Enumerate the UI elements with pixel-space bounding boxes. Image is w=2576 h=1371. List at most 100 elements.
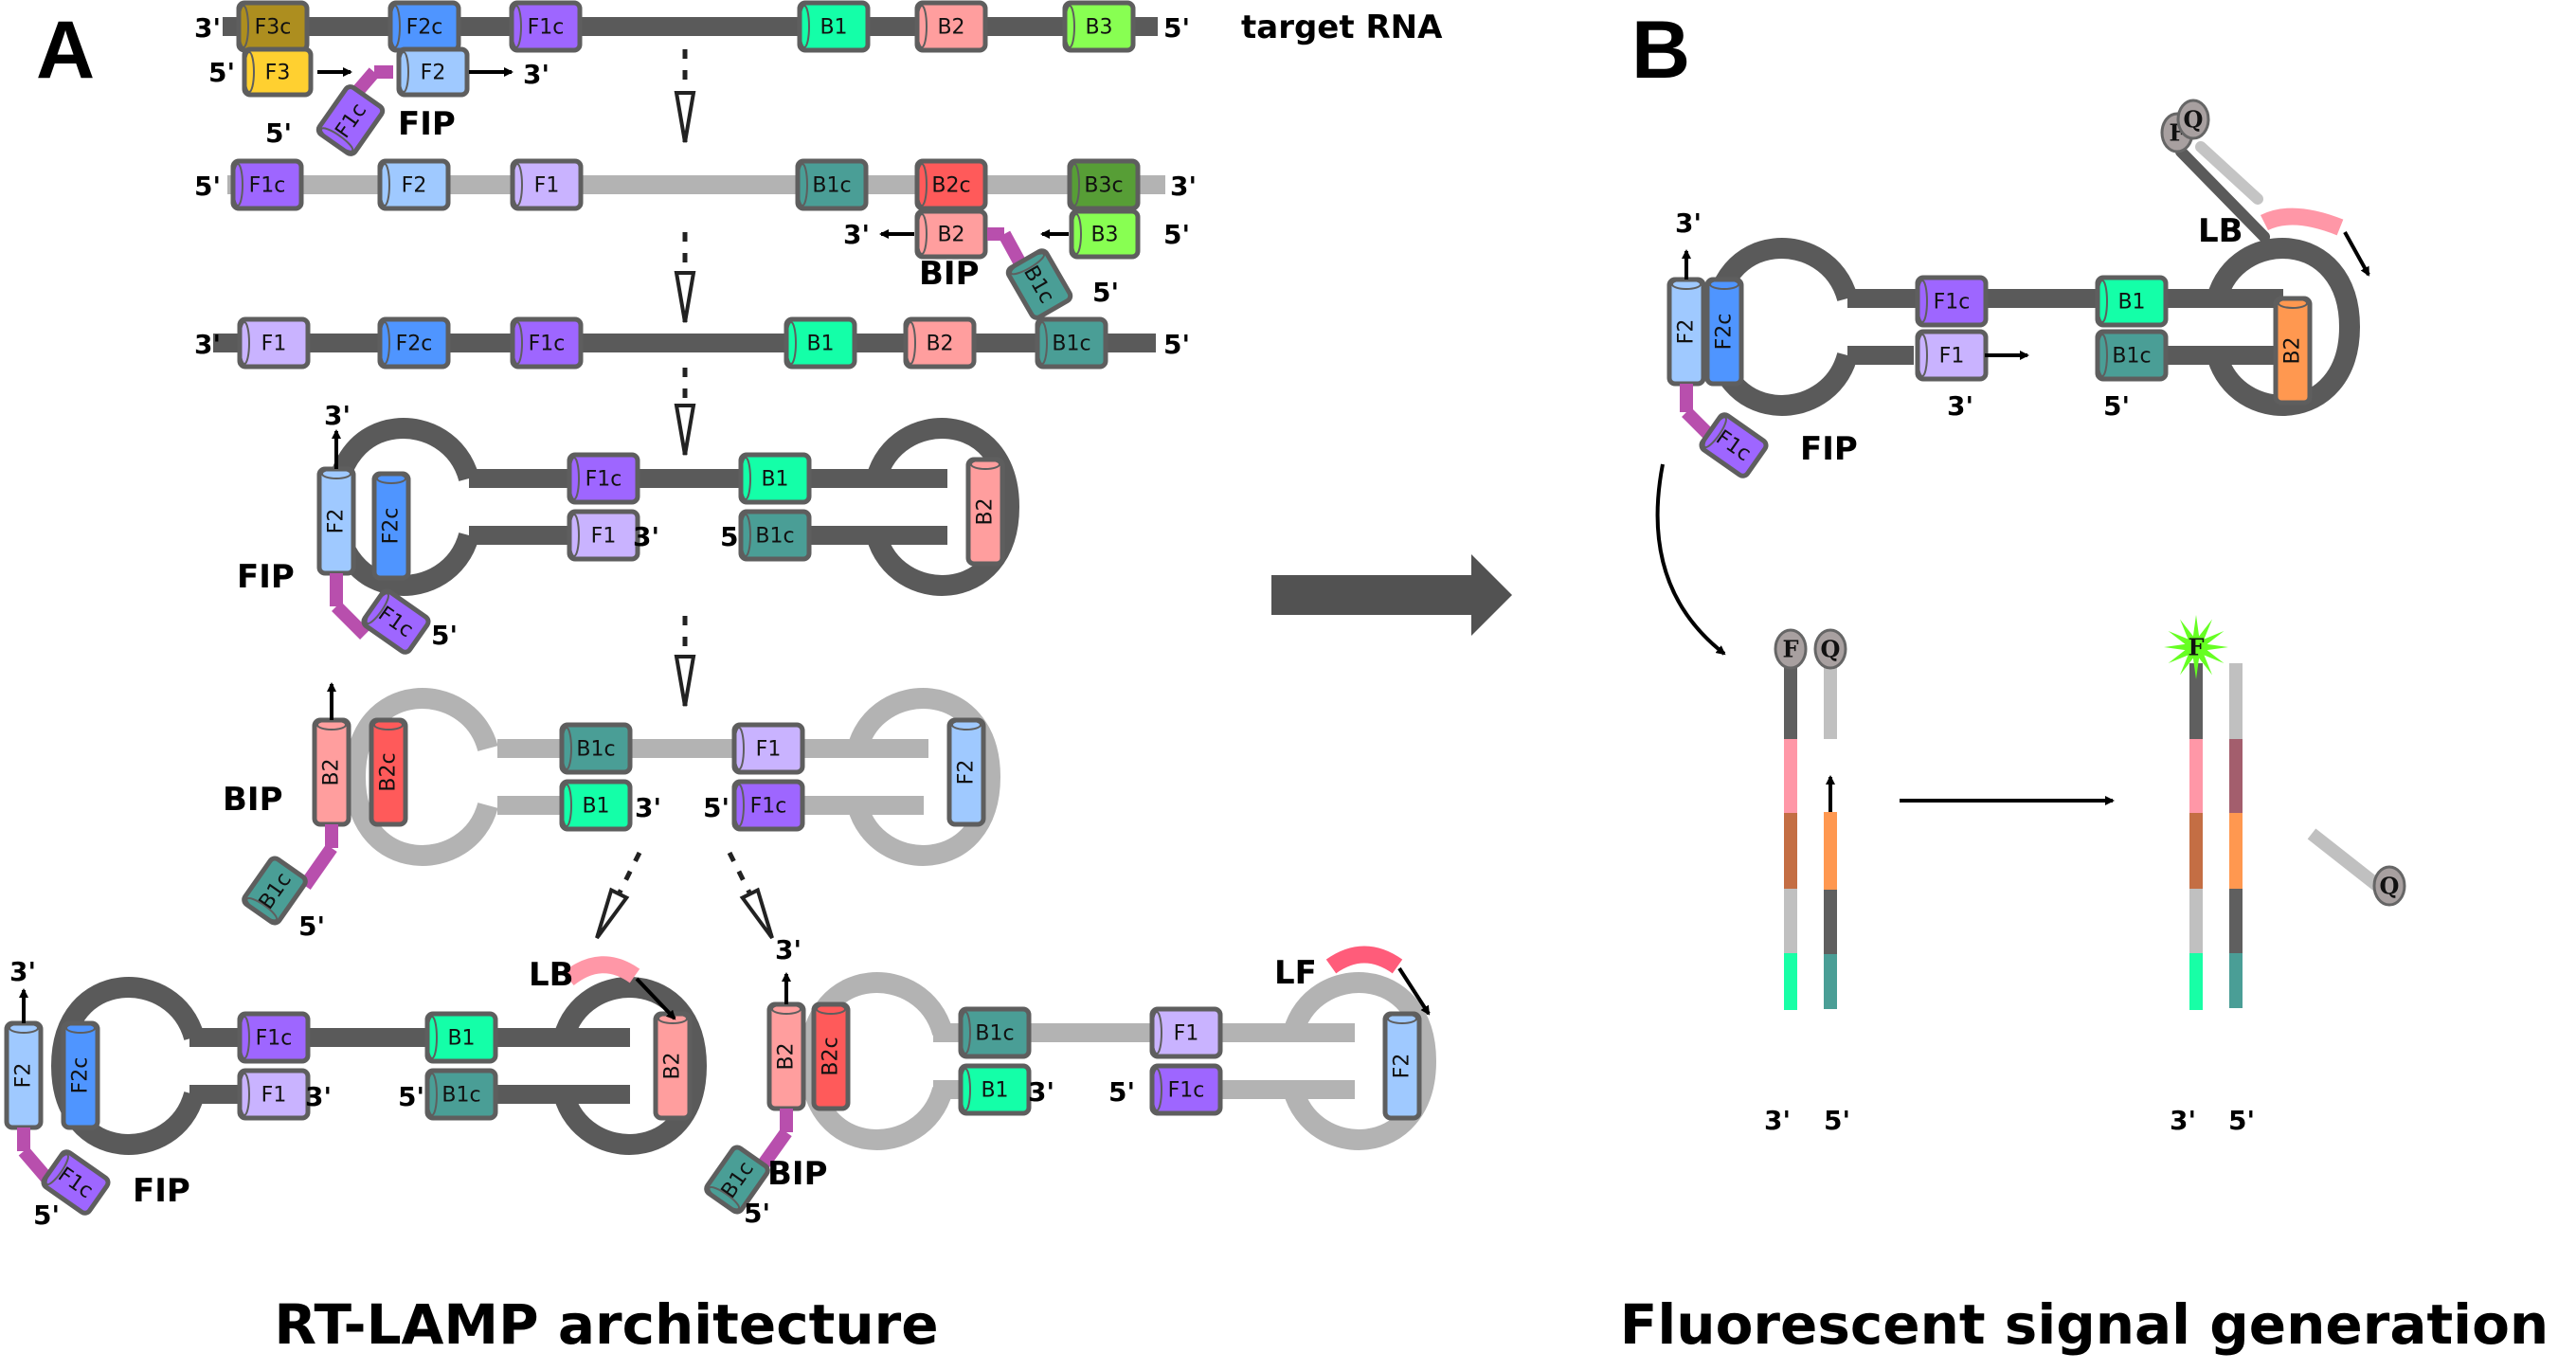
end-label: 5' [194, 171, 221, 202]
segment-rim [426, 1073, 438, 1116]
segment-rim [1702, 416, 1727, 449]
segment-label: F2c [1713, 314, 1737, 351]
segment-rim [1071, 213, 1082, 255]
segment-b1c: B1c [958, 1006, 1032, 1059]
end-label: 3' [2170, 1105, 2196, 1136]
segment-rim [708, 1186, 741, 1211]
duplex-segment [1784, 889, 1797, 953]
segment-rim [239, 321, 250, 365]
fip-label: FIP [398, 105, 456, 143]
segment-f2c: F2c [377, 316, 451, 370]
segment-label: F1 [756, 738, 782, 762]
end-label: 5' [1108, 1076, 1135, 1108]
segment-label: B1 [2117, 291, 2145, 315]
segment-b2-probe-vertical: B2 [2273, 296, 2313, 406]
end-label: 3' [1947, 390, 1973, 422]
segment-label: B1 [447, 1027, 475, 1051]
segment-rim [1917, 280, 1928, 323]
segment-label: B1 [761, 468, 788, 492]
segment-label: B2 [937, 224, 964, 247]
segment-label: B2 [661, 1052, 685, 1079]
segment-label: F3 [265, 62, 291, 85]
segment-rim [905, 321, 916, 365]
segment-rim [1069, 163, 1080, 207]
segment-rim [365, 592, 389, 625]
duplex-segment [2189, 663, 2203, 739]
segment-label: B1c [812, 174, 851, 198]
lf-label: LF [1274, 954, 1317, 992]
duplex-segment [2229, 663, 2243, 739]
segment-rim [373, 719, 404, 731]
lb-primer [563, 956, 640, 986]
segment-rim [740, 514, 751, 557]
segment-b1c: B1c [704, 1145, 770, 1215]
segment-rim [797, 163, 808, 207]
lb-extension-arrow [2343, 231, 2370, 277]
segment-b3: B3 [1069, 208, 1141, 260]
segment-rim [1064, 5, 1075, 48]
segment-f3c: F3c [236, 0, 310, 53]
duplex-segment [1824, 812, 1837, 890]
segment-label: F1c [750, 795, 787, 819]
right-loop [553, 977, 708, 1155]
segment-label: B1c [1052, 333, 1090, 356]
segment-f2c-vertical: F2c [371, 471, 411, 581]
segment-f1c: F1c [510, 316, 584, 370]
panel-letter-b: B [1631, 5, 1690, 96]
segment-b1: B1 [559, 779, 633, 832]
bip-linker [299, 843, 337, 891]
end-label: 3' [843, 219, 870, 250]
segment-f1c: F1c [230, 158, 304, 211]
segment-f3: F3 [242, 46, 314, 98]
left-loop [344, 688, 498, 866]
bip-label: BIP [767, 1155, 827, 1193]
segment-rim [398, 51, 409, 93]
lb-quencher-strand [2195, 141, 2263, 205]
step-arrow-5a [594, 851, 642, 940]
segment-f1: F1 [731, 722, 805, 775]
dotted-head [674, 655, 696, 707]
segment-b1c: B1c [2095, 329, 2169, 382]
lb-probe-strand-dark [2175, 146, 2270, 243]
segment-f1c: F1c [41, 1149, 111, 1216]
segment-rim [320, 127, 354, 153]
duplex-segment [1824, 954, 1837, 1009]
segment-f2-vertical: F2 [1666, 277, 1706, 387]
dumbbell-structure-lb [50, 977, 708, 1155]
segment-label: F1 [1174, 1022, 1199, 1046]
segment-label: B3 [1085, 16, 1112, 40]
step-arrow-1 [674, 49, 696, 143]
segment-label: F2c [69, 1057, 93, 1094]
segment-rim [2097, 280, 2108, 323]
end-label: 5' [1824, 1105, 1850, 1136]
quencher-icon [2372, 865, 2406, 907]
end-label: 3' [1028, 1076, 1054, 1108]
segment-rim [512, 321, 523, 365]
segment-b1: B1 [738, 452, 812, 505]
segment-b1: B1 [784, 316, 857, 370]
segment-label: B2c [820, 1037, 843, 1075]
quencher-label: Q [2184, 106, 2204, 134]
segment-rim [951, 719, 982, 731]
segment-b2c-vertical: B2c [369, 717, 408, 827]
segment-label: B1 [981, 1079, 1008, 1103]
end-label: 5' [1092, 277, 1119, 308]
segment-rim [568, 514, 580, 557]
segment-label: F2 [325, 509, 349, 534]
segment-b3: B3 [1062, 0, 1136, 53]
segment-label: B2c [931, 174, 970, 198]
lb-label: LB [529, 956, 574, 994]
segment-label: F1c [249, 174, 286, 198]
segment-b1c: B1c [1035, 316, 1108, 370]
end-label: 5' [208, 57, 235, 88]
quencher-icon [2176, 99, 2210, 140]
duplex-segment [2229, 813, 2243, 889]
segment-label: F1 [261, 333, 287, 356]
segment-rim [232, 163, 243, 207]
segment-rim [1151, 1068, 1162, 1111]
segment-b2: B2 [914, 208, 988, 260]
fip-label: FIP [237, 558, 295, 596]
step-arrow-2 [674, 232, 696, 323]
dumbbell-structure-lf [799, 972, 1437, 1150]
quenched-duplex-probe-strand [1824, 663, 1837, 739]
